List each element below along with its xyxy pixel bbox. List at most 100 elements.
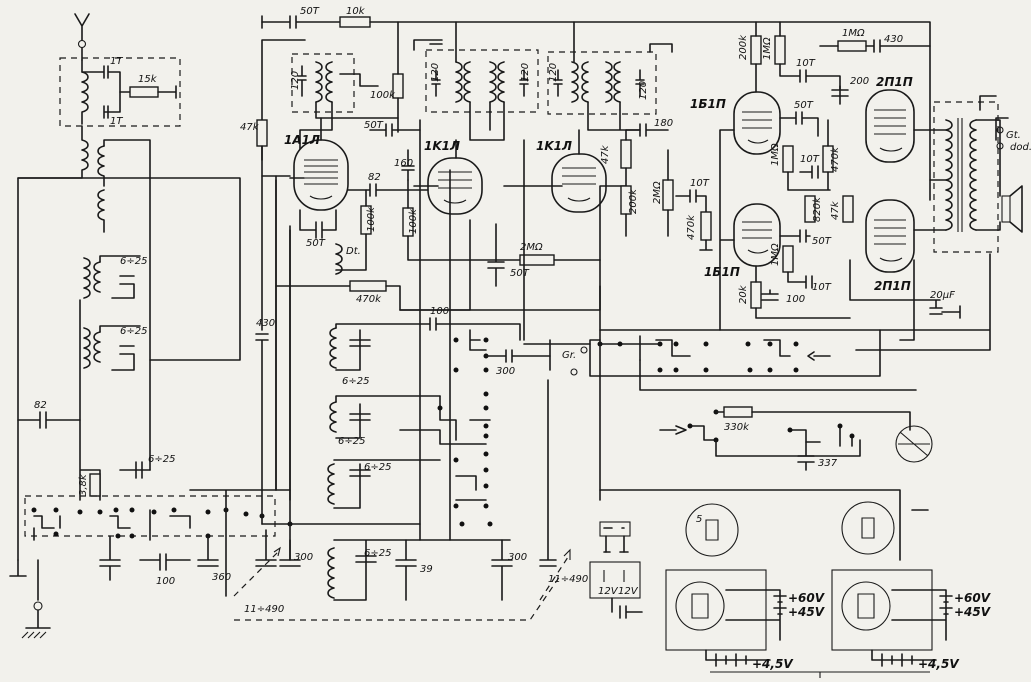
tube-1k1l-b: 1K1Л (503, 129, 607, 213)
r-200k-top-label: 200k (738, 34, 749, 60)
c-50t-r-label: 50T (794, 100, 814, 111)
c-10t-a-label: 10T (690, 178, 710, 189)
v45-bot-a-label: +4,5V (752, 657, 794, 671)
phase-inverter-components: 200k 1MΩ 10T 200 50T 1MΩ 430 1MΩ 470k 10… (719, 21, 931, 331)
c-300-a-label: 300 (294, 552, 313, 563)
sockets: 5 12V 12V +60V +45V +4,5V +60V +45V +4,5… (589, 489, 992, 678)
c-100-sw-label: 100 (430, 306, 449, 317)
tube-1k1l-b-label: 1K1Л (536, 139, 572, 153)
range-11-490-b-label: 11÷490 (548, 574, 588, 585)
c-360-label: 360 (212, 572, 231, 583)
c-50t-mid-label: 50T (364, 120, 384, 131)
r-1mohm-b-label: 1MΩ (770, 143, 781, 166)
c-82-label: 82 (368, 172, 381, 183)
r-47k-r-label: 47k (830, 200, 841, 220)
r-47k-det-label: 47k (600, 144, 611, 164)
tube-2p1p-top-label: 2П1П (876, 75, 913, 89)
tube-2p1p-bot: 2П1П (865, 199, 915, 293)
c-10t-b-label: 10T (796, 58, 816, 69)
top-cap-label: 50T (300, 6, 320, 17)
tube-1k1l-a: 1K1Л (413, 139, 483, 215)
tube-2p1p-bot-label: 2П1П (874, 279, 911, 293)
antenna-section: 1T 1T 15k (17, 13, 181, 561)
if3-cap-a-label: 120 (548, 63, 559, 82)
band-coils-left: 6÷25 6÷25 82 3,8k (17, 255, 147, 501)
c-200-label: 200 (850, 76, 869, 87)
if-transformer-3: 120 120 (547, 21, 673, 131)
if-transformer-2: 120 120 (413, 21, 539, 141)
r-20k-label: 20k (738, 284, 749, 304)
output-transformer: Gt. dod. (913, 95, 1031, 253)
r-330k-label: 330k (724, 422, 750, 433)
tube-1a1l-label: 1A1Л (284, 133, 320, 147)
c-6-25-g-label: 6÷25 (364, 548, 391, 559)
r-470k-r-label: 470k (830, 146, 841, 172)
tube-1a1l: 1A1Л (284, 117, 349, 211)
c-180-label: 180 (654, 118, 673, 129)
c-6-25-f-label: 6÷25 (364, 462, 391, 473)
r-820k-label: 820k (812, 196, 823, 222)
v60-b-label: +60V (954, 591, 992, 605)
ant-cap1-label: 1T (110, 56, 123, 67)
r-1mohm-top-label: 1MΩ (842, 28, 865, 39)
mixer-components: 47k 50T 160 82 50T Dt. 100k 100k 470k 2M… (240, 119, 601, 527)
tube-2p1p-top: 2П1П (865, 75, 915, 163)
batt-12v-a-label: 12V (598, 586, 619, 597)
r-470k-vol-label: 470k (686, 214, 697, 240)
wave-switch-left: 6÷25 100 360 300 11÷490 (24, 454, 313, 615)
r-200k-det-label: 200k (628, 188, 639, 214)
rails (17, 119, 661, 561)
c-100-r-label: 100 (786, 294, 805, 305)
if2-cap-b-label: 120 (520, 63, 531, 82)
output-wiring: 20μF (589, 253, 991, 391)
ant-cap2-label: 1T (110, 116, 123, 127)
c-430-left-label: 430 (256, 318, 275, 329)
c-50t-bot-label: 50T (510, 268, 530, 279)
r-2mohm-mid-label: 2MΩ (520, 242, 543, 253)
c-39-label: 39 (420, 564, 433, 575)
tube-1k1l-a-label: 1K1Л (424, 139, 460, 153)
c-20uf-label: 20μF (930, 290, 955, 301)
r-47k-left-label: 47k (240, 122, 260, 133)
if3-cap-b-label: 120 (638, 81, 649, 100)
c-6-25-d-label: 6÷25 (342, 376, 369, 387)
tube-1b1p-bot-label: 1Б1П (704, 265, 740, 279)
if-transformer-1: 120 100k (290, 21, 404, 151)
if1-cap-a-label: 120 (290, 71, 301, 90)
ant-res-label: 15k (138, 74, 158, 85)
ground-symbol (9, 559, 51, 639)
c-6-25-b-label: 6÷25 (120, 326, 147, 337)
gt-dod-label: Gt. (1006, 130, 1021, 141)
c-82-left-label: 82 (34, 400, 47, 411)
v45-a-label: +45V (788, 605, 826, 619)
r-470k-label: 470k (356, 294, 382, 305)
v60-a-label: +60V (788, 591, 826, 605)
gr-label: Gr. (562, 350, 576, 361)
r-2mohm-vol-label: 2MΩ (652, 181, 663, 204)
c-6-25-a-label: 6÷25 (120, 256, 147, 267)
dt-label: Dt. (346, 246, 361, 257)
tube-1b1p-top-label: 1Б1П (690, 97, 726, 111)
audio-switches: 330k 337 (597, 335, 933, 471)
gt-dod-label-2: dod. (1010, 142, 1031, 153)
c-430-top-label: 430 (884, 34, 903, 45)
c-10t-d-label: 10T (812, 282, 832, 293)
if2-cap-a-label: 120 (430, 63, 441, 82)
r-1mohm-a-label: 1MΩ (762, 37, 773, 60)
top-bus: 50T 10k (261, 6, 931, 201)
c-6-25-c-label: 6÷25 (148, 454, 175, 465)
r-3-8k-label: 3,8k (78, 473, 89, 496)
c-300-c-label: 300 (508, 552, 527, 563)
socket-a-pins: 5 (696, 514, 702, 525)
c-337-label: 337 (818, 458, 838, 469)
r-100k-mid-label: 100k (408, 208, 419, 234)
r-1mohm-c-label: 1MΩ (770, 243, 781, 266)
tube-1b1p-bot: 1Б1П (704, 203, 781, 279)
c-300-b-label: 300 (496, 366, 515, 377)
r-100k-grid-label: 100k (366, 206, 377, 232)
c-160-label: 160 (394, 158, 413, 169)
v45-bot-b-label: +4,5V (918, 657, 960, 671)
c-6-25-e-label: 6÷25 (338, 436, 365, 447)
c-100-bot-label: 100 (156, 576, 175, 587)
